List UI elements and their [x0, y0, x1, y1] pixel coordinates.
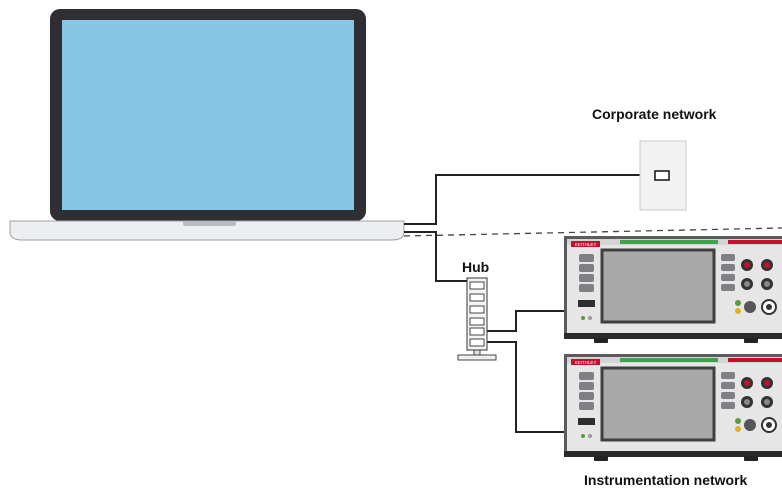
laptop — [9, 9, 405, 241]
hub-label: Hub — [462, 259, 490, 275]
cable-hub-to-instrument-1 — [484, 310, 570, 332]
hub — [457, 277, 497, 361]
instrumentation-network-label: Instrumentation network — [584, 472, 748, 488]
laptop-trackpad-notch — [183, 221, 236, 226]
corporate-network-label: Corporate network — [592, 106, 717, 122]
cable-laptop-to-hub — [404, 231, 470, 282]
instrument-brand-logo: KEITHLEY — [575, 242, 597, 247]
instrument-1: KEITHLEY — [564, 236, 782, 343]
network-cables — [404, 174, 655, 433]
instrument-brand-logo: KEITHLEY — [575, 360, 597, 365]
ethernet-port-icon — [654, 170, 670, 181]
instrument-2: KEITHLEY — [564, 354, 782, 461]
instrument-display — [600, 248, 716, 324]
laptop-screen — [62, 20, 354, 210]
network-separator-dashed-line — [403, 227, 782, 237]
cable-hub-to-instrument-2 — [484, 341, 570, 433]
instrument-display — [600, 366, 716, 442]
hub-base — [457, 354, 497, 361]
corporate-wall-jack — [639, 140, 687, 211]
cable-laptop-to-corporate — [404, 174, 655, 225]
laptop-base — [9, 220, 405, 241]
